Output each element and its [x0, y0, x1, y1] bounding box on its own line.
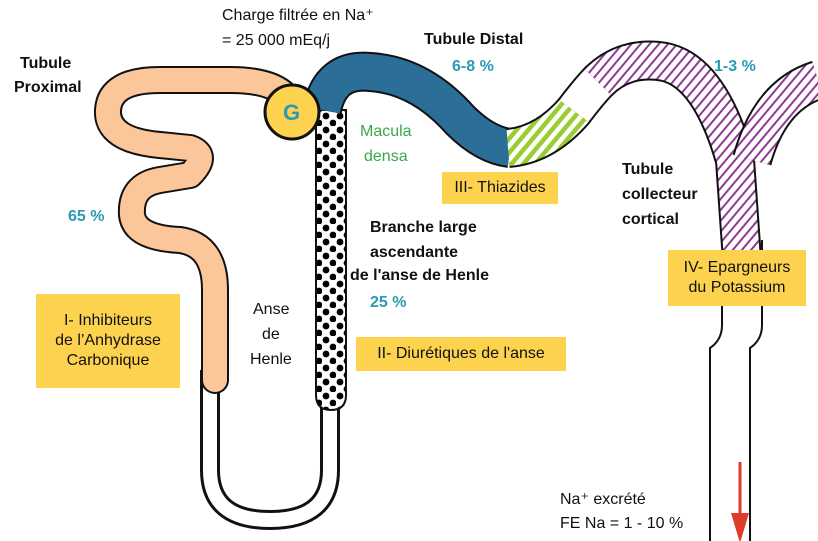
- proximal-title-line1: Tubule: [20, 55, 72, 72]
- thiazides-label: III- Thiazides: [454, 179, 546, 196]
- collecteur-percent: 1-3 %: [714, 58, 756, 75]
- diuretiques-anse-label: II- Diurétiques de l'anse: [377, 345, 545, 362]
- proximal-tubule: [96, 68, 297, 392]
- collecting-branch: [734, 62, 818, 166]
- collecting-tubule: [585, 42, 760, 262]
- excretion-line2: FE Na = 1 - 10 %: [560, 515, 684, 532]
- inhibiteurs-line3: Carbonique: [66, 352, 150, 369]
- box-diuretiques-anse: II- Diurétiques de l'anse: [356, 337, 566, 371]
- charge-line2: = 25 000 mEq/j: [222, 32, 331, 49]
- box-epargneurs: IV- Epargneurs du Potassium: [668, 250, 806, 306]
- connecting-segment: [559, 67, 613, 122]
- distal-title: Tubule Distal: [424, 31, 524, 48]
- epargneurs-line1: IV- Epargneurs: [683, 259, 791, 276]
- collecteur-line3: cortical: [622, 211, 679, 228]
- proximal-percent: 65 %: [68, 208, 105, 225]
- branche-percent: 25 %: [370, 294, 407, 311]
- box-thiazides: III- Thiazides: [442, 172, 558, 204]
- collecteur-line1: Tubule: [622, 161, 674, 178]
- macula-line1: Macula: [360, 123, 412, 140]
- charge-line1: Charge filtrée en Na⁺: [222, 7, 374, 24]
- glomerulus: [263, 83, 321, 141]
- macula-line2: densa: [364, 148, 408, 165]
- glomerulus-label: G: [283, 100, 301, 125]
- branche-line2: ascendante: [370, 244, 459, 261]
- proximal-title-line2: Proximal: [14, 79, 82, 96]
- distal-percent: 6-8 %: [452, 58, 494, 75]
- epargneurs-line2: du Potassium: [688, 279, 786, 296]
- thiazide-segment: [505, 97, 589, 166]
- excretion-line1: Na⁺ excrété: [560, 491, 646, 508]
- distal-tubule: [304, 53, 514, 166]
- inhibiteurs-line2: de l’Anhydrase: [55, 332, 161, 349]
- collecting-duct-left-wall: [709, 300, 723, 541]
- thick-ascending-limb: [315, 109, 347, 412]
- branche-line1: Branche large: [370, 219, 477, 236]
- henle-thin-outline: [200, 370, 340, 531]
- collecting-duct-right-wall: [749, 300, 763, 541]
- collecteur-line2: collecteur: [622, 186, 698, 203]
- henle-thin-inner: [203, 370, 337, 528]
- inhibiteurs-line1: I- Inhibiteurs: [63, 312, 153, 329]
- anse-line2: de: [262, 326, 280, 343]
- box-inhibiteurs: I- Inhibiteurs de l’Anhydrase Carbonique: [36, 294, 180, 388]
- branche-line3: de l'anse de Henle: [350, 267, 489, 284]
- anse-line3: Henle: [250, 351, 292, 368]
- anse-line1: Anse: [253, 301, 290, 318]
